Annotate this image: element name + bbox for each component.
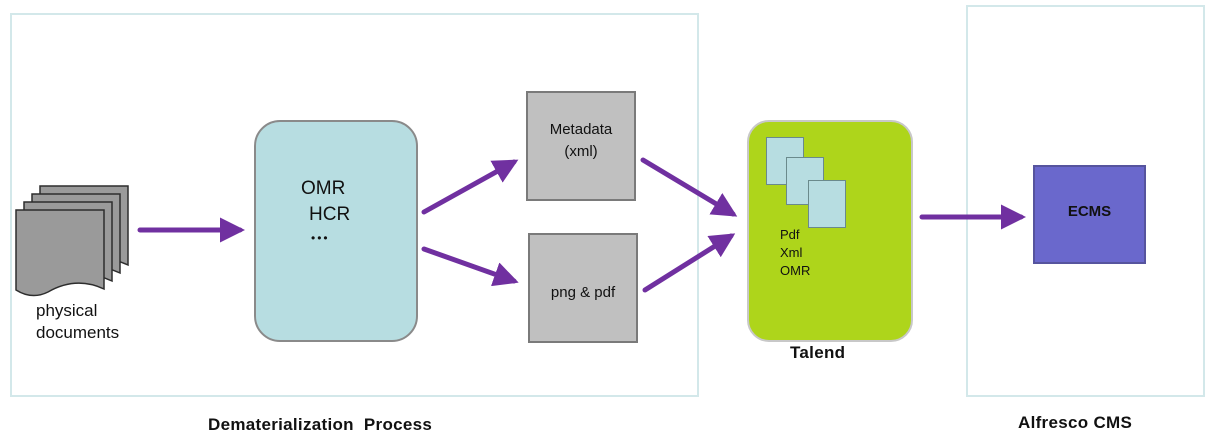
dematerialization-caption: Dematerialization Process [208,415,433,434]
omr-hcr-process-box [254,120,418,342]
hcr-label: HCR [309,204,351,225]
alfresco-caption: Alfresco CMS [1018,413,1133,432]
alfresco-frame [966,5,1205,397]
ecms-label: ECMS [1067,203,1112,220]
arrow-png-to-talend [642,233,736,293]
physical-documents-line1: physical [36,301,98,320]
arrow-omr-to-metadata [421,159,519,215]
xml-label: (xml) [564,143,598,160]
omr-label: OMR [301,178,346,199]
talend-item-pdf: Pdf [780,227,800,242]
arrow-metadata-to-talend [640,157,738,217]
documents-stack-icon [15,185,129,297]
physical-documents-label: physical documents [36,300,119,344]
talend-item-xml: Xml [780,245,803,260]
ecms-box: ECMS [1033,165,1146,264]
omr-hcr-text: OMR HCR ••• [301,176,350,248]
dematerialization-frame [10,13,699,397]
talend-item-omr: OMR [780,263,811,278]
ellipsis-label: ••• [311,231,330,245]
png-pdf-label: png & pdf [550,284,616,301]
talend-file-list: Pdf Xml OMR [780,226,810,280]
talend-caption: Talend [790,343,846,362]
metadata-label: Metadata [549,121,613,138]
metadata-xml-box: Metadata (xml) [526,91,636,201]
arrow-omr-to-png [421,246,519,287]
png-pdf-box: png & pdf [528,233,638,343]
physical-documents-line2: documents [36,323,120,342]
